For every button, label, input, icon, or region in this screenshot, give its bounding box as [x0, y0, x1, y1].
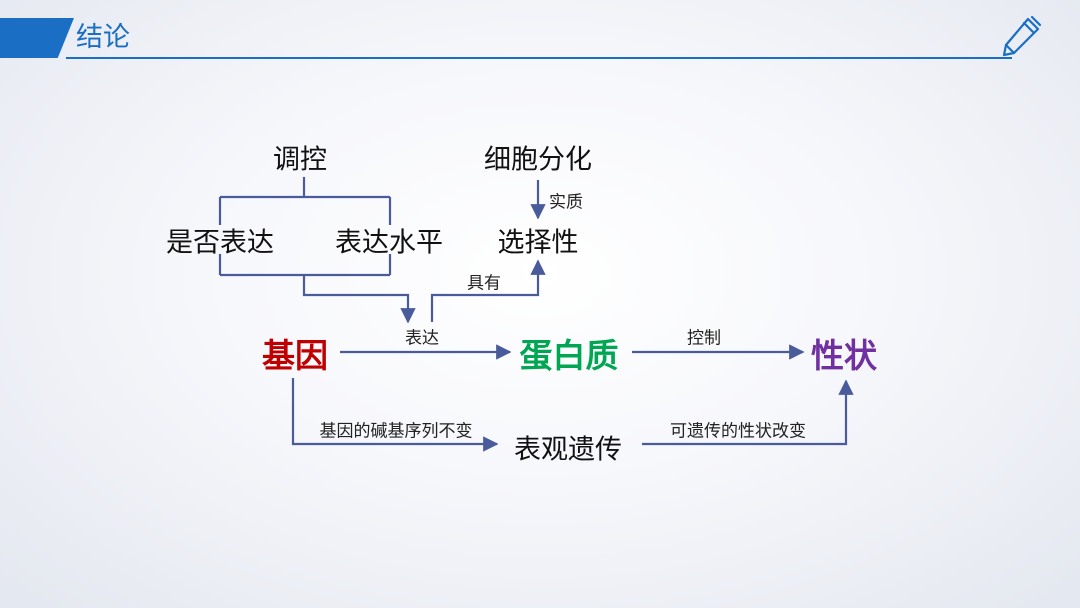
gene-to-epigenetics-arrow	[291, 378, 499, 452]
label-essence: 实质	[549, 192, 583, 213]
has-selectivity-arrow	[430, 259, 546, 322]
label-express: 表达	[405, 328, 439, 349]
node-gene: 基因	[262, 336, 328, 375]
epigenetics-to-trait-arrow	[642, 379, 854, 446]
node-trait: 性状	[811, 336, 877, 375]
node-whether-expressed: 是否表达	[166, 227, 274, 259]
node-selectivity: 选择性	[497, 227, 579, 259]
node-cell-differentiation: 细胞分化	[484, 144, 592, 176]
node-epigenetics: 表观遗传	[514, 434, 622, 466]
page-title: 结论	[76, 22, 130, 53]
node-regulation: 调控	[273, 144, 327, 176]
regulation-to-express-arrow	[302, 275, 416, 324]
header-underline	[66, 57, 1012, 59]
label-has: 具有	[467, 273, 501, 294]
label-heritable-trait-change: 可遗传的性状改变	[670, 421, 806, 442]
node-expression-level: 表达水平	[335, 227, 443, 259]
pen-icon	[1002, 15, 1042, 57]
label-control: 控制	[687, 328, 721, 349]
node-protein: 蛋白质	[519, 336, 619, 375]
label-base-sequence-unchanged: 基因的碱基序列不变	[319, 421, 473, 442]
